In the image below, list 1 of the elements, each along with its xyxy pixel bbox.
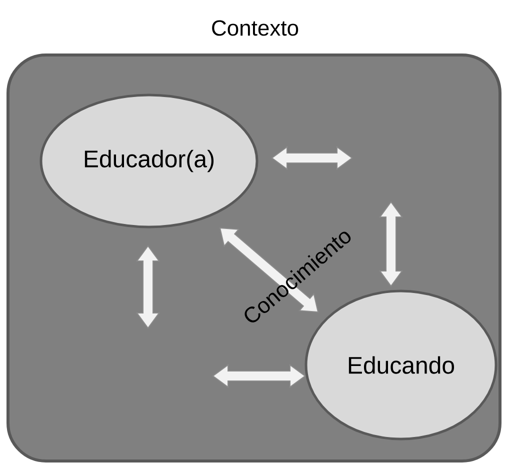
node-label: Contexto [212, 20, 298, 36]
